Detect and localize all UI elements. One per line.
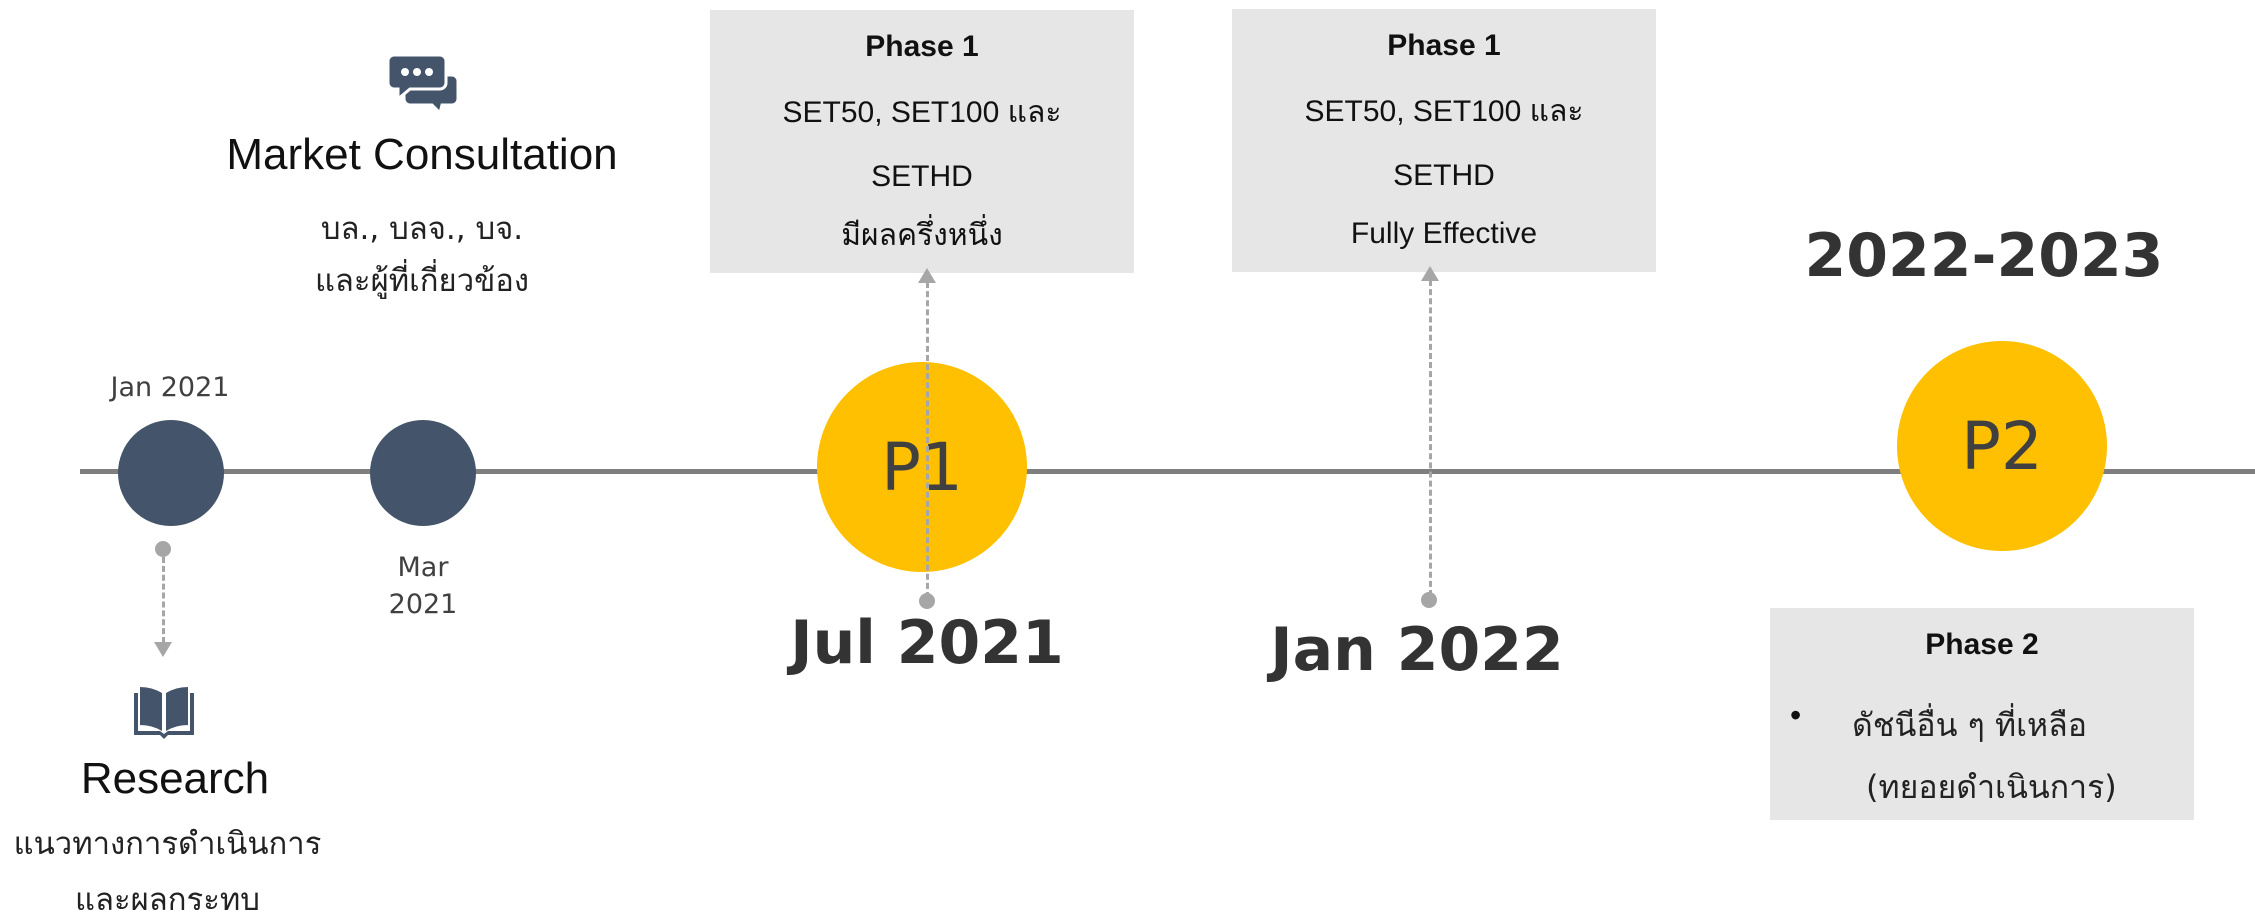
phase1-full-line3: Fully Effective [1350,217,1538,250]
phase1-full-connector-line [1429,280,1432,596]
phase2-title: Phase 2 [1925,628,2039,661]
phase2-line1: ดัชนีอื่น ๆ ที่เหลือ [1852,706,2087,744]
phase1-full-line1: SET50, SET100 และ [1304,95,1584,128]
research-connector-dot [155,541,171,557]
date-mar-2021-line2: 2021 [388,589,458,620]
phase1-full-connector-arrow [1421,266,1439,281]
milestone-p2: P2 [1897,341,2107,551]
phase2-line2: (ทยอยดำเนินการ) [1866,768,2117,806]
research-title: Research [80,754,270,803]
phase1-half-line1: SET50, SET100 และ [782,96,1062,129]
phase1-full-connector-dot [1421,592,1437,608]
phase2-bullet: • [1790,697,1802,733]
timeline-line [80,469,2255,474]
milestone-dot-jan-2021 [118,420,224,526]
phase1-full-title: Phase 1 [1387,29,1501,62]
phase1-half-connector-dot [919,593,935,609]
phase1-full-line2: SETHD [1393,159,1495,192]
phase2-box: Phase 2 [1770,608,2194,820]
phase1-half-box: Phase 1 SET50, SET100 และ SETHD มีผลครึ่… [710,10,1134,273]
milestone-dot-mar-2021 [370,420,476,526]
date-jul-2021: Jul 2021 [790,608,1064,678]
milestone-p1: P1 [817,362,1027,572]
phase1-half-line3: มีผลครึ่งหนึ่ง [841,219,1003,252]
chat-bubbles-icon [386,53,460,116]
consultation-line2: และผู้ที่เกี่ยวข้อง [314,263,530,299]
phase1-half-connector-arrow [918,268,936,283]
research-line1: แนวทางการดำเนินการ [13,826,322,862]
research-connector-line-segment [162,557,165,643]
research-line2: และผลกระทบ [75,882,260,918]
phase1-half-line2: SETHD [871,160,973,193]
research-connector-arrow [154,642,172,657]
consultation-title: Market Consultation [226,130,618,179]
consultation-line1: บล., บลจ., บจ. [320,211,524,247]
phase1-full-box: Phase 1 SET50, SET100 และ SETHD Fully Ef… [1232,9,1656,272]
date-mar-2021-line1: Mar [397,552,449,583]
open-book-icon [134,687,194,739]
date-jan-2022: Jan 2022 [1270,615,1564,685]
phase1-half-title: Phase 1 [865,30,979,63]
date-jan-2021: Jan 2021 [110,372,230,403]
date-2022-2023: 2022-2023 [1804,221,2164,291]
phase1-half-connector-line [926,282,929,598]
